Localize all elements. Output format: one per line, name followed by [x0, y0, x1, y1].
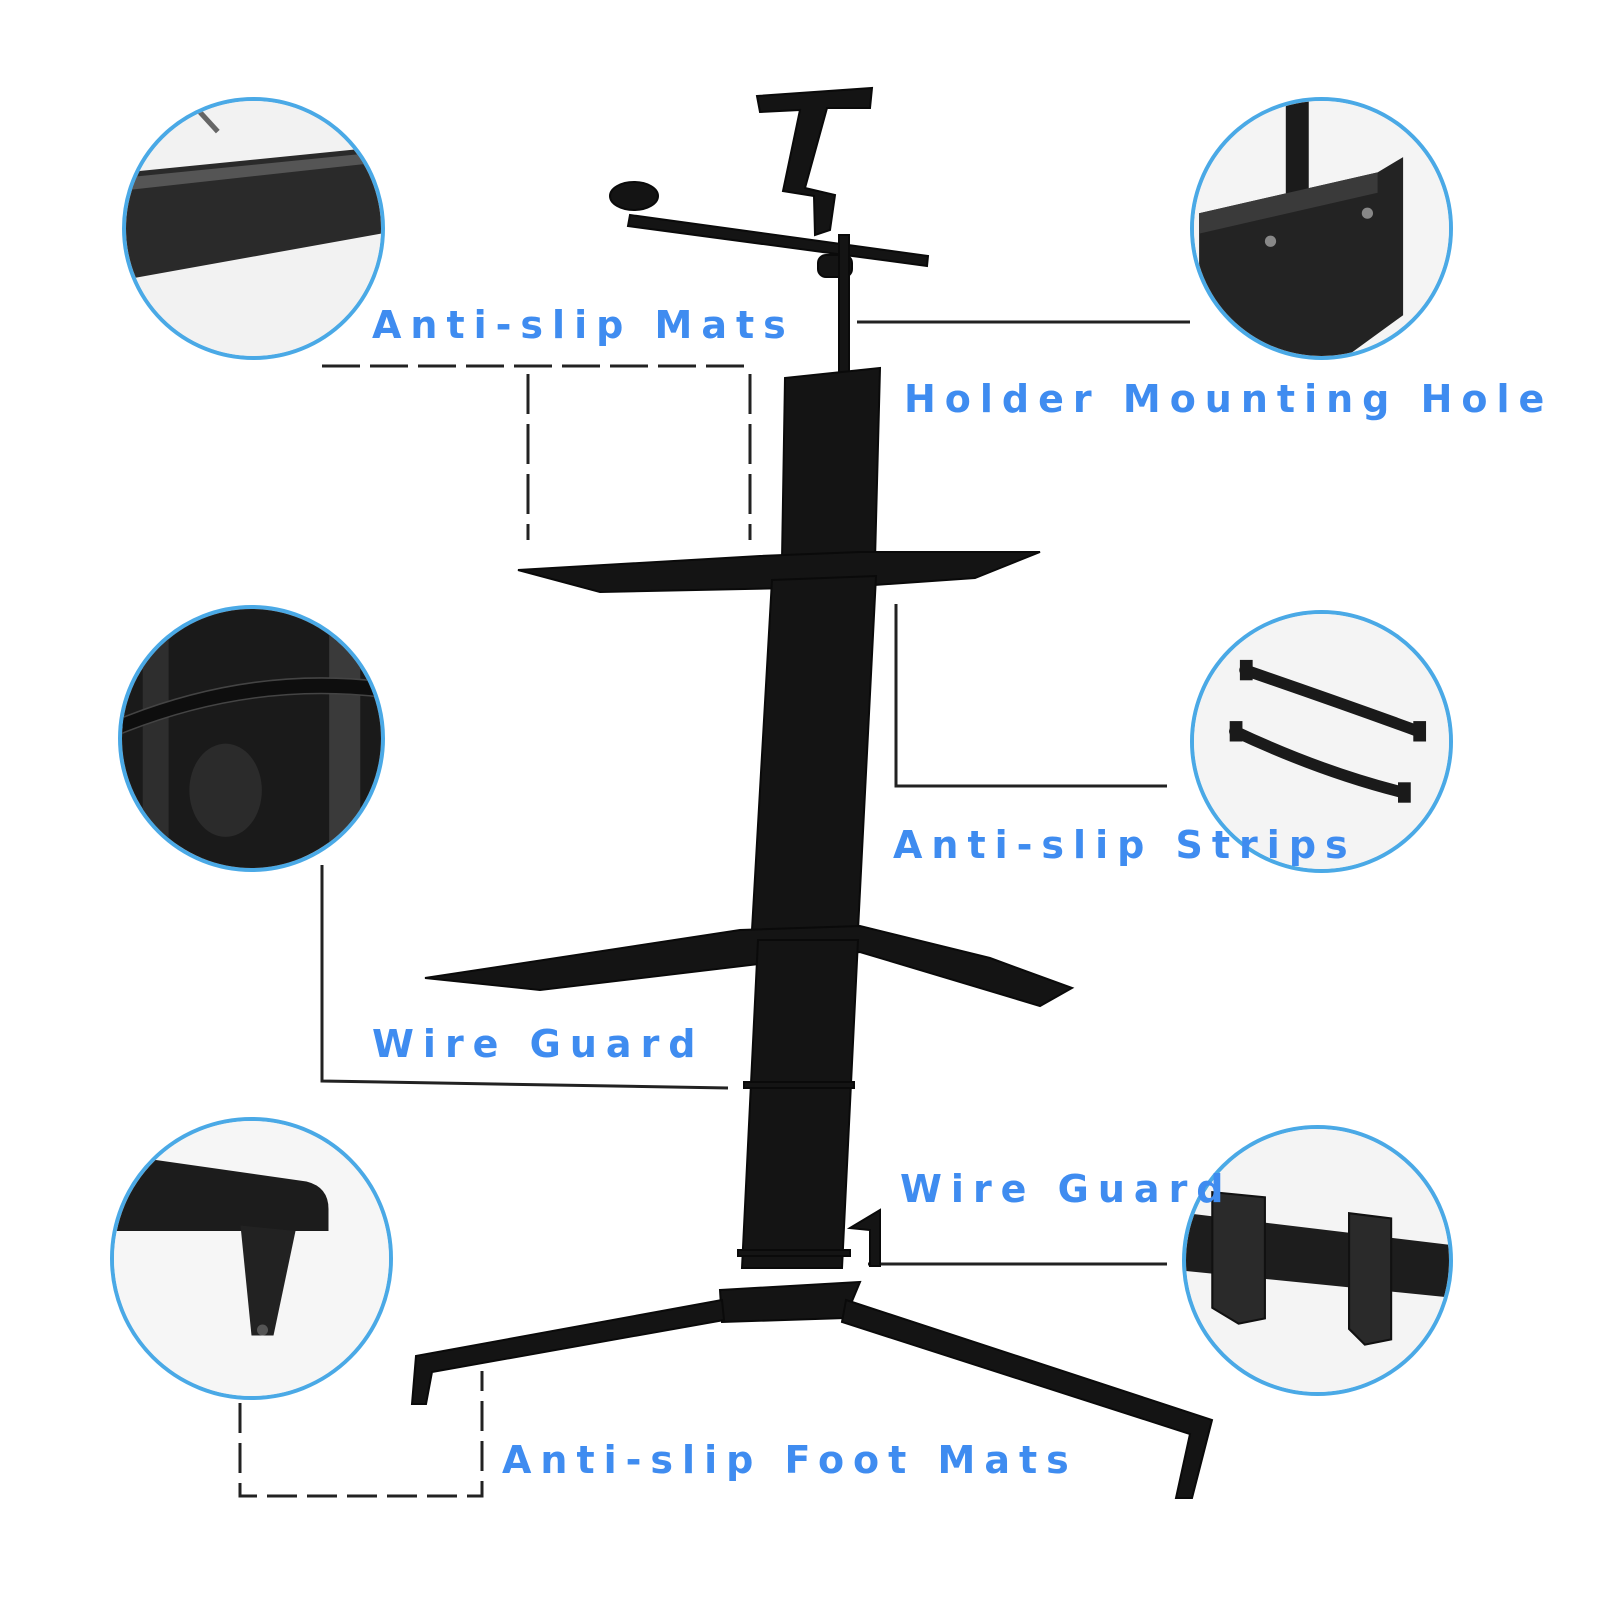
- wire-guard-left-label: Wire Guard: [372, 1022, 705, 1066]
- foot-mat-closeup: [110, 1117, 393, 1400]
- anti-slip-foot-mats-label: Anti-slip Foot Mats: [502, 1438, 1078, 1482]
- tube-clips-image: [1186, 1129, 1449, 1392]
- column-strap-image: [122, 609, 381, 868]
- mat-edge-image: [126, 101, 381, 356]
- pole-socket-image: [1194, 101, 1449, 356]
- anti-slip-strips-label: Anti-slip Strips: [893, 823, 1357, 867]
- anti-slip-strips-closeup: [1190, 610, 1453, 873]
- holder-mounting-hole-label: Holder Mounting Hole: [904, 377, 1554, 421]
- leader-lines: [238, 320, 1190, 1498]
- stand-body: [410, 86, 1214, 1499]
- anti-slip-mats-label: Anti-slip Mats: [372, 303, 795, 347]
- wire-guard-closeup: [118, 605, 385, 872]
- wire-guard-clip-closeup: [1182, 1125, 1453, 1396]
- rubber-strips-image: [1194, 614, 1449, 869]
- wire-guard-right-label: Wire Guard: [900, 1167, 1233, 1211]
- mounting-hole-closeup: [1190, 97, 1453, 360]
- foot-end-image: [114, 1121, 389, 1396]
- anti-slip-mat-closeup: [122, 97, 385, 360]
